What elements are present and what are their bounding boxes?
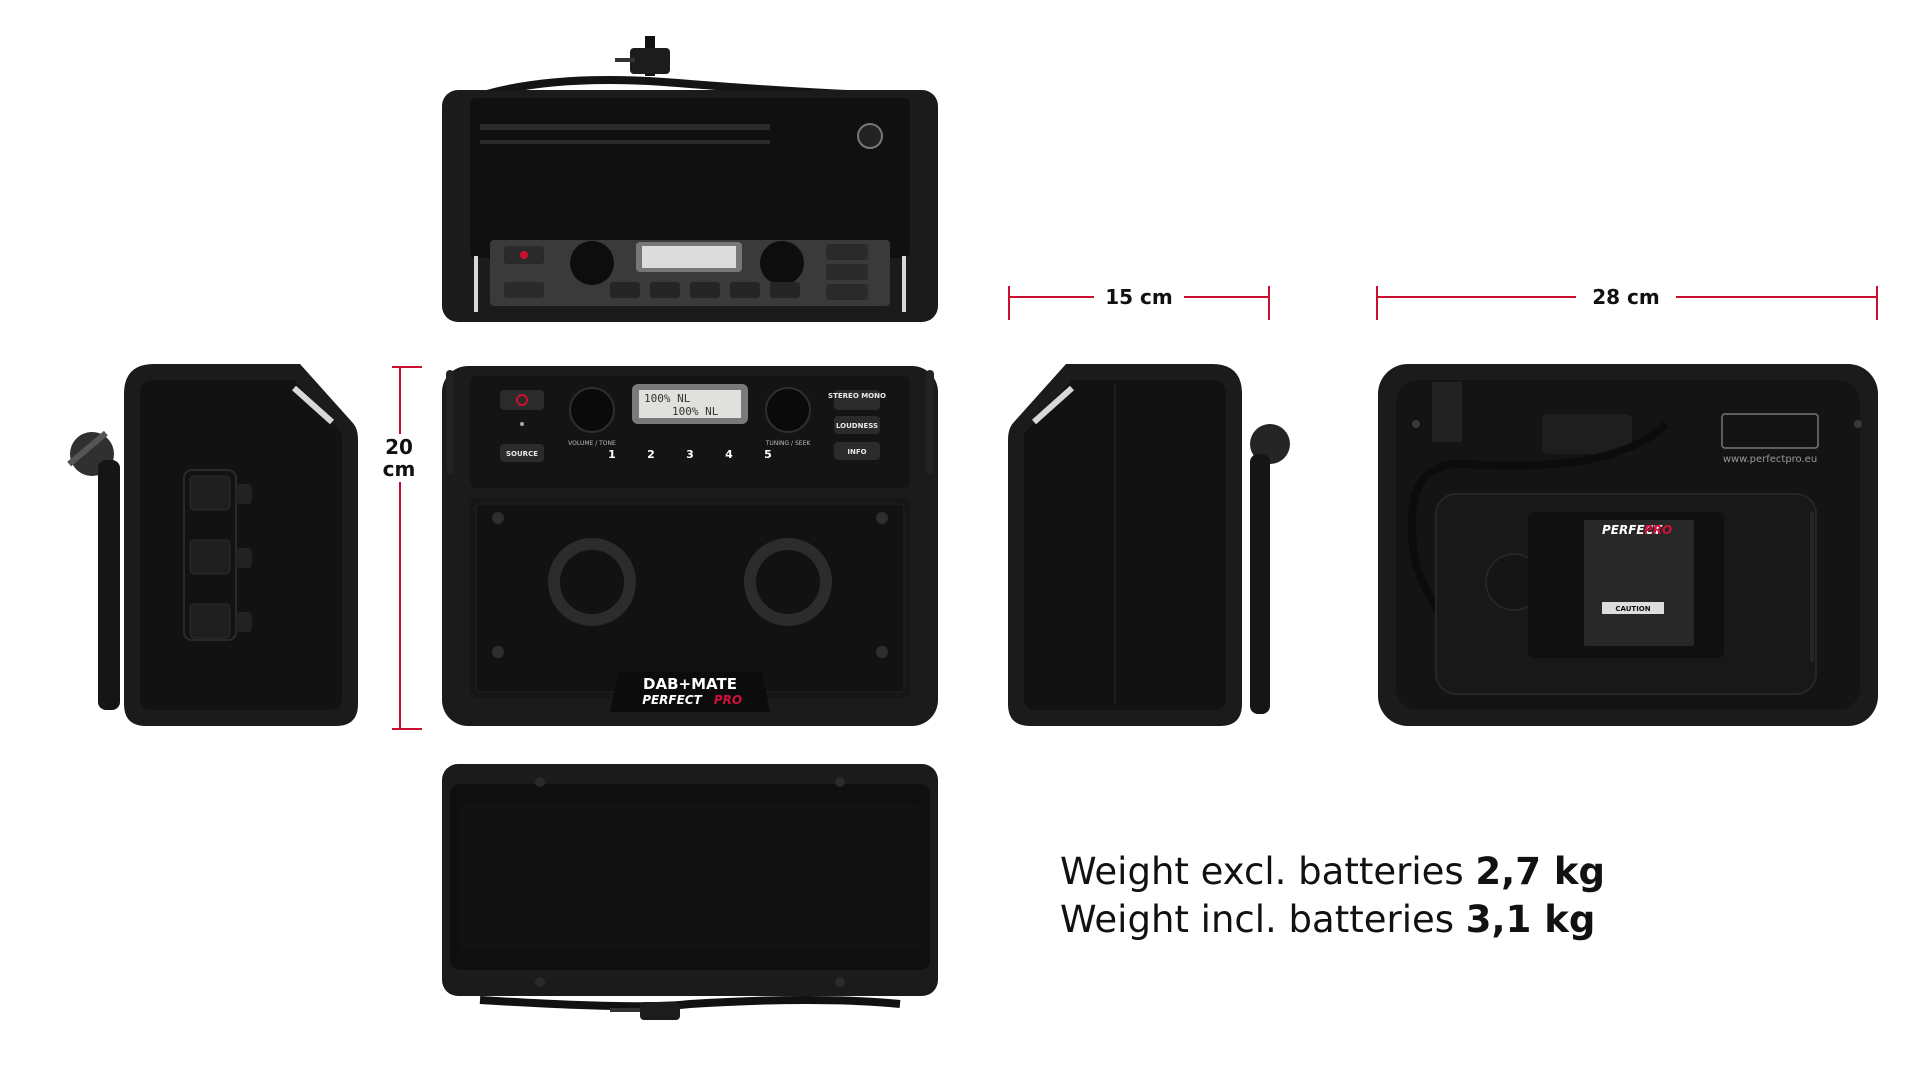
- back-url: www.perfectpro.eu: [1723, 454, 1817, 465]
- front-preset-1: 1: [608, 448, 616, 461]
- depth-dimension-tick-left: [1008, 286, 1010, 320]
- front-source-button-label: SOURCE: [506, 450, 538, 458]
- depth-dimension-label: 15 cm: [1094, 286, 1184, 308]
- weight-excl-value: 2,7 kg: [1475, 850, 1605, 893]
- front-brand-line2: PERFECT: [642, 693, 702, 707]
- weight-incl-row: Weight incl. batteries 3,1 kg: [1060, 896, 1605, 944]
- front-loudness-button-label: LOUDNESS: [836, 422, 878, 430]
- weight-incl-value: 3,1 kg: [1465, 898, 1596, 941]
- front-tuning-label: TUNING / SEEK: [765, 440, 812, 447]
- back-brand-a: PERFECT: [1602, 523, 1662, 537]
- back-caution: CAUTION: [1615, 605, 1650, 613]
- weights-block: Weight excl. batteries 2,7 kg Weight inc…: [1060, 848, 1605, 944]
- front-stereo-button-label: STEREO MONO: [828, 392, 886, 400]
- front-info-button-label: INFO: [847, 448, 866, 456]
- radio-front-view: SOURCE VOLUME / TONE TUNING / SEEK 100% …: [442, 366, 938, 726]
- radio-right-side-view: [1008, 364, 1290, 726]
- front-brand-line2-pro: PRO: [714, 693, 742, 707]
- front-display-line1: 100% NL: [644, 392, 691, 405]
- front-preset-5: 5: [764, 448, 772, 461]
- front-preset-4: 4: [725, 448, 733, 461]
- width-dimension-tick-left: [1376, 286, 1378, 320]
- width-dimension-label: 28 cm: [1576, 286, 1676, 308]
- depth-dimension-tick-right: [1268, 286, 1270, 320]
- front-preset-2: 2: [647, 448, 655, 461]
- height-dimension-tick-top: [392, 366, 422, 368]
- back-brand-b: PRO: [1644, 523, 1672, 537]
- width-dimension-tick-right: [1876, 286, 1878, 320]
- radio-bottom-view: [442, 764, 938, 1020]
- height-dimension-label: 20 cm: [376, 434, 422, 482]
- weight-excl-label: Weight excl. batteries: [1060, 850, 1464, 893]
- front-brand-line1: DAB+MATE: [643, 675, 737, 693]
- radio-top-view: [442, 36, 938, 322]
- radio-left-side-view: [67, 364, 358, 726]
- front-preset-3: 3: [686, 448, 694, 461]
- weight-excl-row: Weight excl. batteries 2,7 kg: [1060, 848, 1605, 896]
- weight-incl-label: Weight incl. batteries: [1060, 898, 1455, 941]
- radio-back-view: www.perfectpro.eu PERFECT PRO CAUTION: [1378, 364, 1878, 726]
- front-display-line2: 100% NL: [672, 405, 719, 418]
- height-dimension-tick-bottom: [392, 728, 422, 730]
- front-volume-label: VOLUME / TONE: [568, 440, 616, 447]
- height-dimension-line: [399, 366, 401, 730]
